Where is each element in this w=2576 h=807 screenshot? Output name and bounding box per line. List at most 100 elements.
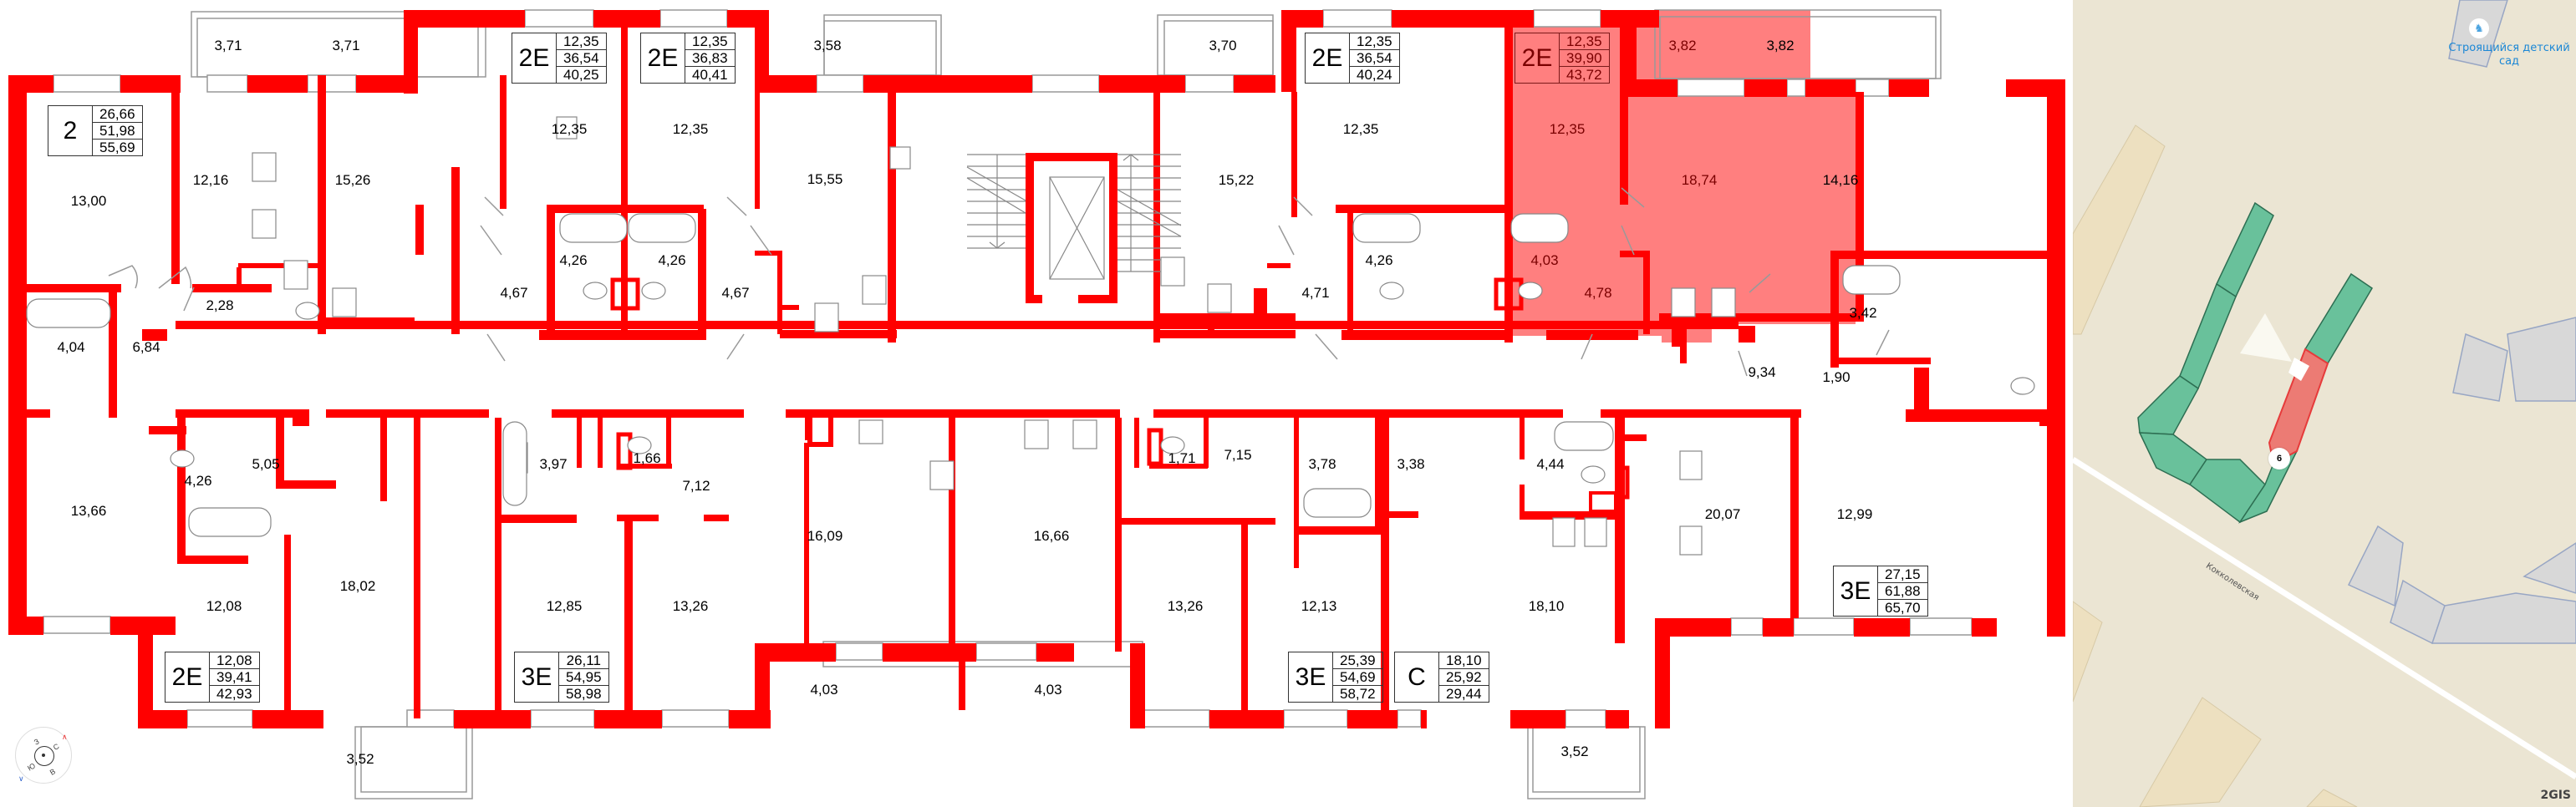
bathtub-icon	[1510, 213, 1569, 243]
compass-north-arrow-icon: ∧	[62, 733, 68, 741]
sink-icon	[556, 116, 578, 140]
compass-icon[interactable]: З С Ю В ∧ ∨	[15, 727, 72, 784]
total-area: 36,54	[557, 50, 606, 67]
toilet-icon	[1581, 465, 1606, 484]
map-street-line	[2073, 457, 2576, 779]
room-area-label: 3,38	[1397, 456, 1425, 472]
bathtub-icon	[1303, 488, 1372, 518]
total-area-with-balcony: 55,69	[99, 140, 135, 155]
room-area-label: 4,26	[658, 252, 686, 268]
room-area-label: 12,85	[546, 598, 583, 614]
map-logo: 2GIS	[2540, 789, 2571, 802]
stove-icon	[929, 460, 955, 490]
room-area-label: 3,97	[539, 456, 568, 472]
sink-icon	[332, 287, 357, 317]
bathtub-icon	[1554, 421, 1614, 451]
stove-icon	[889, 146, 911, 170]
windows	[43, 9, 1973, 728]
map-entrance-marker	[2288, 358, 2309, 381]
bathtub-icon	[559, 213, 628, 243]
room-area-label: 3,71	[332, 38, 360, 53]
elevator-shaft	[1049, 176, 1105, 280]
toilet-icon	[1160, 436, 1185, 454]
room-area-label: 3,52	[346, 751, 374, 767]
room-area-label: 16,66	[1033, 528, 1070, 544]
rocking-horse-icon[interactable]: ♞	[2469, 18, 2489, 38]
room-area-label: 18,02	[339, 578, 376, 594]
building-number-marker[interactable]: 6	[2268, 448, 2290, 469]
room-area-label: 1,71	[1168, 450, 1196, 466]
total-area-with-balcony: 43,72	[1566, 67, 1602, 83]
room-area-label: 12,35	[551, 121, 588, 137]
room-area-label: 4,03	[810, 682, 838, 698]
living-area: 12,08	[210, 652, 259, 669]
total-area-with-balcony: 40,41	[692, 67, 728, 83]
living-area: 26,11	[559, 652, 608, 669]
room-area-label: 5,05	[252, 456, 280, 472]
room-area-label: 3,52	[1560, 744, 1589, 759]
apartment-type: 2E	[1306, 33, 1350, 83]
toilet-icon	[2010, 377, 2035, 395]
compass-center	[42, 754, 45, 757]
room-area-label: 3,82	[1668, 38, 1697, 53]
room-area-label: 13,66	[70, 503, 107, 519]
living-area: 27,15	[1878, 566, 1927, 583]
stove-icon	[862, 275, 887, 305]
room-area-label: 12,08	[206, 598, 242, 614]
map-poi-label[interactable]: Строящийся детский сад	[2434, 42, 2576, 69]
sink-icon	[1584, 517, 1607, 547]
room-area-label: 4,26	[1365, 252, 1393, 268]
room-area-label: 18,10	[1528, 598, 1565, 614]
room-area-label: 3,42	[1849, 305, 1877, 321]
toilet-icon	[583, 282, 608, 300]
room-area-label: 13,26	[1167, 598, 1204, 614]
stove-icon	[1552, 517, 1576, 547]
stove-icon	[1711, 287, 1736, 317]
room-area-label: 20,07	[1704, 506, 1741, 522]
bathtub-icon	[26, 298, 111, 328]
stove-icon	[252, 152, 277, 182]
room-area-label: 15,55	[807, 171, 843, 187]
total-area-with-balcony: 65,70	[1885, 600, 1921, 616]
living-area: 12,35	[1350, 33, 1399, 50]
apartment-type: 2E	[1515, 33, 1560, 83]
apartment-type: 2E	[641, 33, 685, 83]
room-area-label: 3,82	[1766, 38, 1795, 53]
room-area-label: 4,26	[559, 252, 588, 268]
room-area-label: 12,16	[192, 172, 229, 188]
toilet-icon	[1518, 282, 1543, 300]
map-buildings-beige	[2073, 124, 2358, 807]
map-poi-label-line2: сад	[2498, 55, 2520, 68]
stove-icon	[1160, 256, 1185, 287]
room-area-label: 13,00	[70, 193, 107, 209]
total-area-with-balcony: 29,44	[1446, 686, 1482, 702]
room-area-label: 4,67	[500, 285, 528, 301]
sink-icon	[1671, 287, 1696, 317]
stove-icon	[283, 260, 308, 290]
sink-icon	[1072, 419, 1097, 449]
room-area-label: 14,16	[1822, 172, 1859, 188]
bathtub-icon	[1352, 213, 1421, 243]
toilet-icon	[295, 302, 320, 320]
location-map[interactable]: ♞ Строящийся детский сад 6 Кокколевская …	[2073, 0, 2576, 807]
room-area-label: 12,35	[1549, 121, 1586, 137]
map-canvas	[2073, 0, 2576, 807]
map-buildings-green	[2137, 201, 2374, 524]
room-area-label: 12,35	[672, 121, 709, 137]
walls	[8, 10, 2065, 728]
